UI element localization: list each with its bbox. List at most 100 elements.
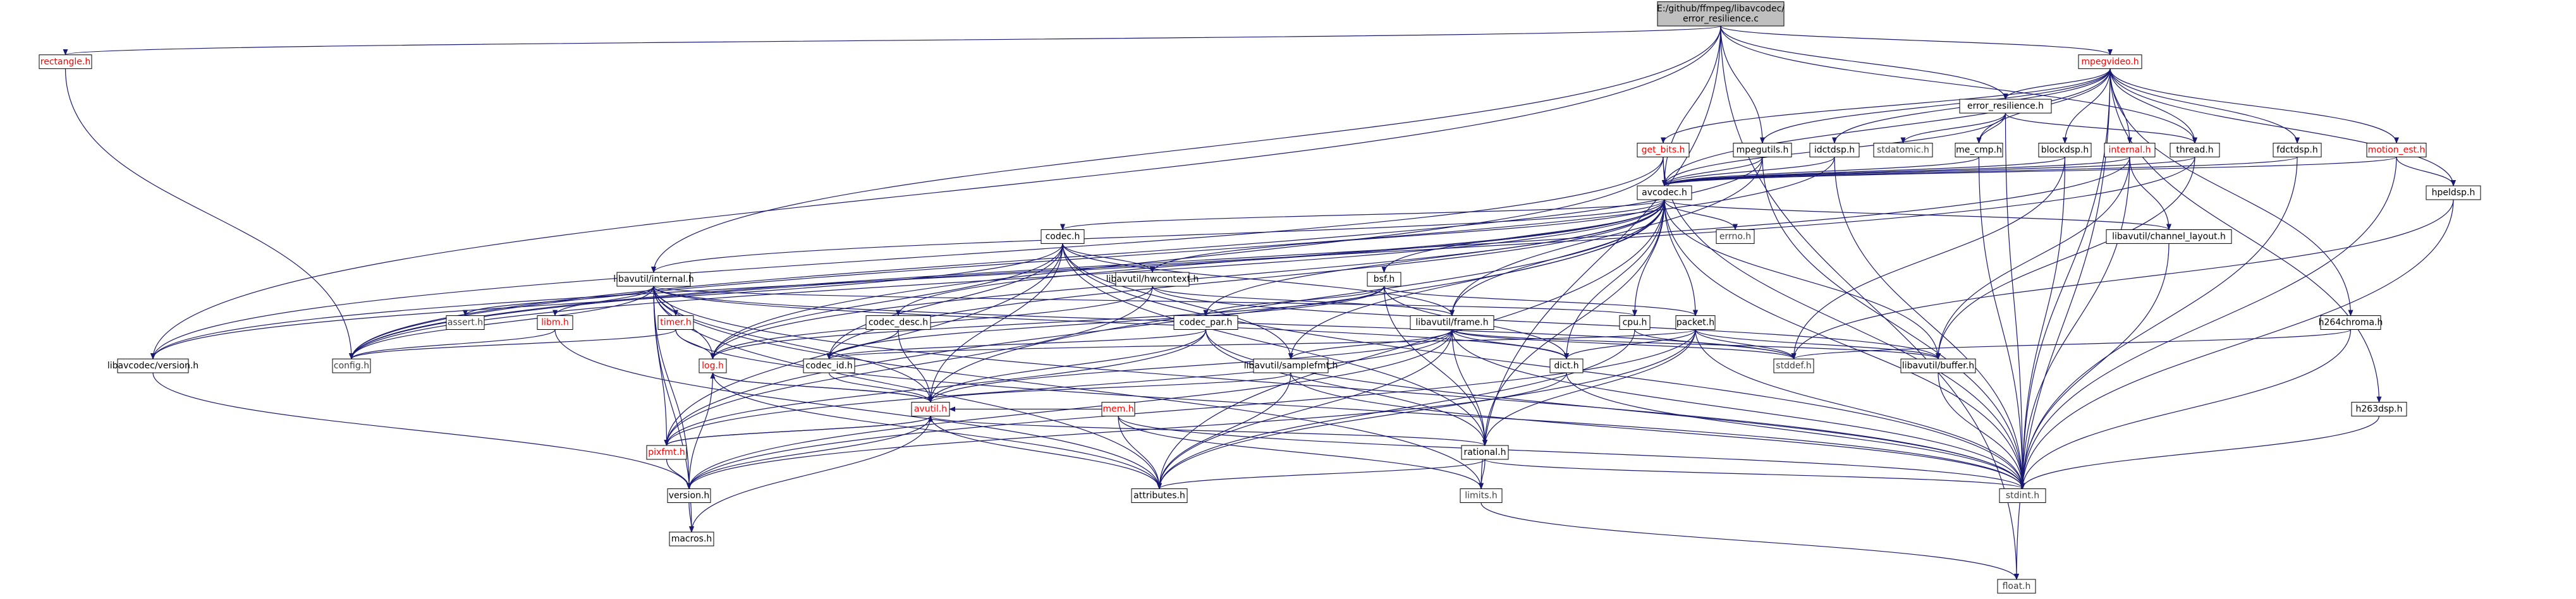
edge-samplefmt-to-attributes: [1157, 372, 1291, 490]
node-cpu[interactable]: cpu.h: [1619, 315, 1651, 330]
node-mpegutils[interactable]: mpegutils.h: [1733, 142, 1792, 157]
edge-avutil-to-attributes: [930, 416, 1162, 490]
node-box: [616, 272, 691, 287]
node-box: [1716, 229, 1755, 244]
node-label: stddef.h: [1776, 361, 1811, 371]
node-frame[interactable]: libavutil/frame.h: [1410, 315, 1494, 330]
edge-blockdsp-to-stdint: [2020, 157, 2066, 490]
node-macros[interactable]: macros.h: [669, 531, 714, 547]
node-codec-desc[interactable]: codec_desc.h: [865, 315, 931, 330]
node-h264chroma[interactable]: h264chroma.h: [2319, 315, 2383, 330]
edge-avcodec-to-codec: [1060, 199, 1665, 231]
node-dict[interactable]: dict.h: [1549, 358, 1584, 373]
node-motion-est[interactable]: motion_est.h: [2366, 142, 2427, 157]
edge-cpu-to-stddef: [1634, 329, 1797, 360]
node-pixfmt[interactable]: pixfmt.h: [646, 445, 687, 460]
node-codec-par[interactable]: codec_par.h: [1173, 315, 1238, 330]
node-thread[interactable]: thread.h: [2170, 142, 2220, 157]
edge-frame-to-stddef: [1451, 329, 1797, 360]
node-fdctdsp[interactable]: fdctdsp.h: [2273, 142, 2322, 157]
node-buffer[interactable]: libavutil/buffer.h: [1900, 358, 1976, 373]
edge-dict-to-version: [687, 372, 1567, 490]
node-packet[interactable]: packet.h: [1675, 315, 1716, 330]
node-box: [1657, 1, 1785, 27]
edge-bsf-to-packet: [1383, 286, 1698, 317]
edge-idctdsp-to-config: [349, 157, 1835, 360]
edge-avutil-to-version: [687, 416, 931, 490]
node-log[interactable]: log.h: [699, 358, 727, 373]
node-codec[interactable]: codec.h: [1041, 229, 1085, 244]
node-box: [1101, 402, 1135, 416]
edge-rectangle-to-config: [64, 68, 354, 360]
node-avutil[interactable]: avutil.h: [911, 402, 950, 416]
node-stddef[interactable]: stddef.h: [1773, 358, 1814, 373]
node-root[interactable]: E:/github/ffmpeg/libavcodec/error_resili…: [1657, 1, 1785, 27]
node-errno[interactable]: errno.h: [1716, 229, 1755, 244]
edge-log-to-version: [687, 372, 714, 490]
edge-h264chroma-to-stdint: [2020, 329, 2352, 490]
node-hpeldsp[interactable]: hpeldsp.h: [2426, 185, 2481, 200]
edge-hpeldsp-to-stdint: [2020, 199, 2454, 490]
edge-root-to-limits: [1479, 26, 1721, 490]
node-get-bits[interactable]: get_bits.h: [1637, 142, 1690, 157]
node-lavc-version[interactable]: libavcodec/version.h: [107, 358, 198, 373]
node-stdatomic[interactable]: stdatomic.h: [1873, 142, 1933, 157]
node-box: [2366, 142, 2427, 157]
edge-root-to-rectangle: [63, 25, 1721, 56]
edge-frame-to-stdint: [1451, 329, 2025, 490]
edge-codec_par-to-rational: [1205, 329, 1487, 447]
node-assert[interactable]: assert.h: [446, 315, 485, 330]
node-idctdsp[interactable]: idctdsp.h: [1809, 142, 1860, 157]
edge-mpegvideo-to-blockdsp: [2062, 68, 2111, 144]
node-stdint[interactable]: stdint.h: [1999, 488, 2046, 503]
node-blockdsp[interactable]: blockdsp.h: [2038, 142, 2092, 157]
edge-blockdsp-to-stddef: [1791, 157, 2066, 360]
edge-root-to-lavc_version: [150, 26, 1721, 360]
node-timer[interactable]: timer.h: [657, 315, 694, 330]
node-mpegvideo[interactable]: mpegvideo.h: [2078, 54, 2142, 70]
node-label: h263dsp.h: [2356, 404, 2403, 414]
node-box: [2426, 185, 2481, 200]
node-lavu-internal[interactable]: libavutil/internal.h: [613, 272, 694, 287]
node-label: attributes.h: [1133, 491, 1185, 501]
node-me-cmp[interactable]: me_cmp.h: [1955, 142, 2003, 157]
edge-rational-to-stdint: [1484, 459, 2025, 490]
node-float[interactable]: float.h: [1997, 579, 2036, 594]
node-rational[interactable]: rational.h: [1461, 445, 1509, 460]
node-hwcontext[interactable]: libavutil/hwcontext.h: [1106, 272, 1199, 287]
edge-mpegvideo-to-thread: [2109, 68, 2197, 144]
edge-motion_est-to-stdint: [2020, 157, 2397, 490]
node-box: [1410, 315, 1494, 330]
edge-avcodec-to-config: [349, 199, 1665, 360]
edge-mpegvideo-to-h264chroma: [2109, 68, 2353, 317]
node-version[interactable]: version.h: [667, 488, 711, 503]
node-label: fdctdsp.h: [2276, 145, 2317, 155]
node-attributes[interactable]: attributes.h: [1131, 488, 1188, 503]
edge-avutil-to-macros: [689, 416, 931, 533]
edge-version-to-macros: [688, 502, 694, 533]
edge-samplefmt-to-stdint: [1290, 372, 2025, 490]
node-label: stdatomic.h: [1877, 145, 1929, 155]
node-channel-layout[interactable]: libavutil/channel_layout.h: [2106, 229, 2232, 244]
node-config[interactable]: config.h: [332, 358, 371, 373]
edge-log-to-attributes: [712, 372, 1162, 490]
node-libm[interactable]: libm.h: [537, 315, 573, 330]
node-bsf[interactable]: bsf.h: [1367, 272, 1401, 287]
node-box: [667, 488, 711, 503]
node-rectangle[interactable]: rectangle.h: [39, 54, 92, 70]
edge-pixfmt-to-avutil: [666, 415, 933, 446]
node-codec-id[interactable]: codec_id.h: [803, 358, 855, 373]
node-h263dsp[interactable]: h263dsp.h: [2351, 402, 2407, 416]
node-error-res-h[interactable]: error_resilience.h: [1959, 99, 2052, 114]
edge-frame-to-attributes: [1157, 329, 1453, 490]
node-limits[interactable]: limits.h: [1460, 488, 1503, 503]
node-mem[interactable]: mem.h: [1101, 402, 1135, 416]
node-avcodec[interactable]: avcodec.h: [1637, 185, 1692, 200]
edge-timer-to-config: [349, 329, 676, 360]
edge-codec-to-avutil: [928, 243, 1063, 403]
node-internal[interactable]: internal.h: [2104, 142, 2156, 157]
node-samplefmt[interactable]: libavutil/samplefmt.h: [1244, 358, 1338, 373]
edge-packet-to-dict: [1564, 329, 1696, 360]
node-label: codec.h: [1046, 232, 1080, 242]
